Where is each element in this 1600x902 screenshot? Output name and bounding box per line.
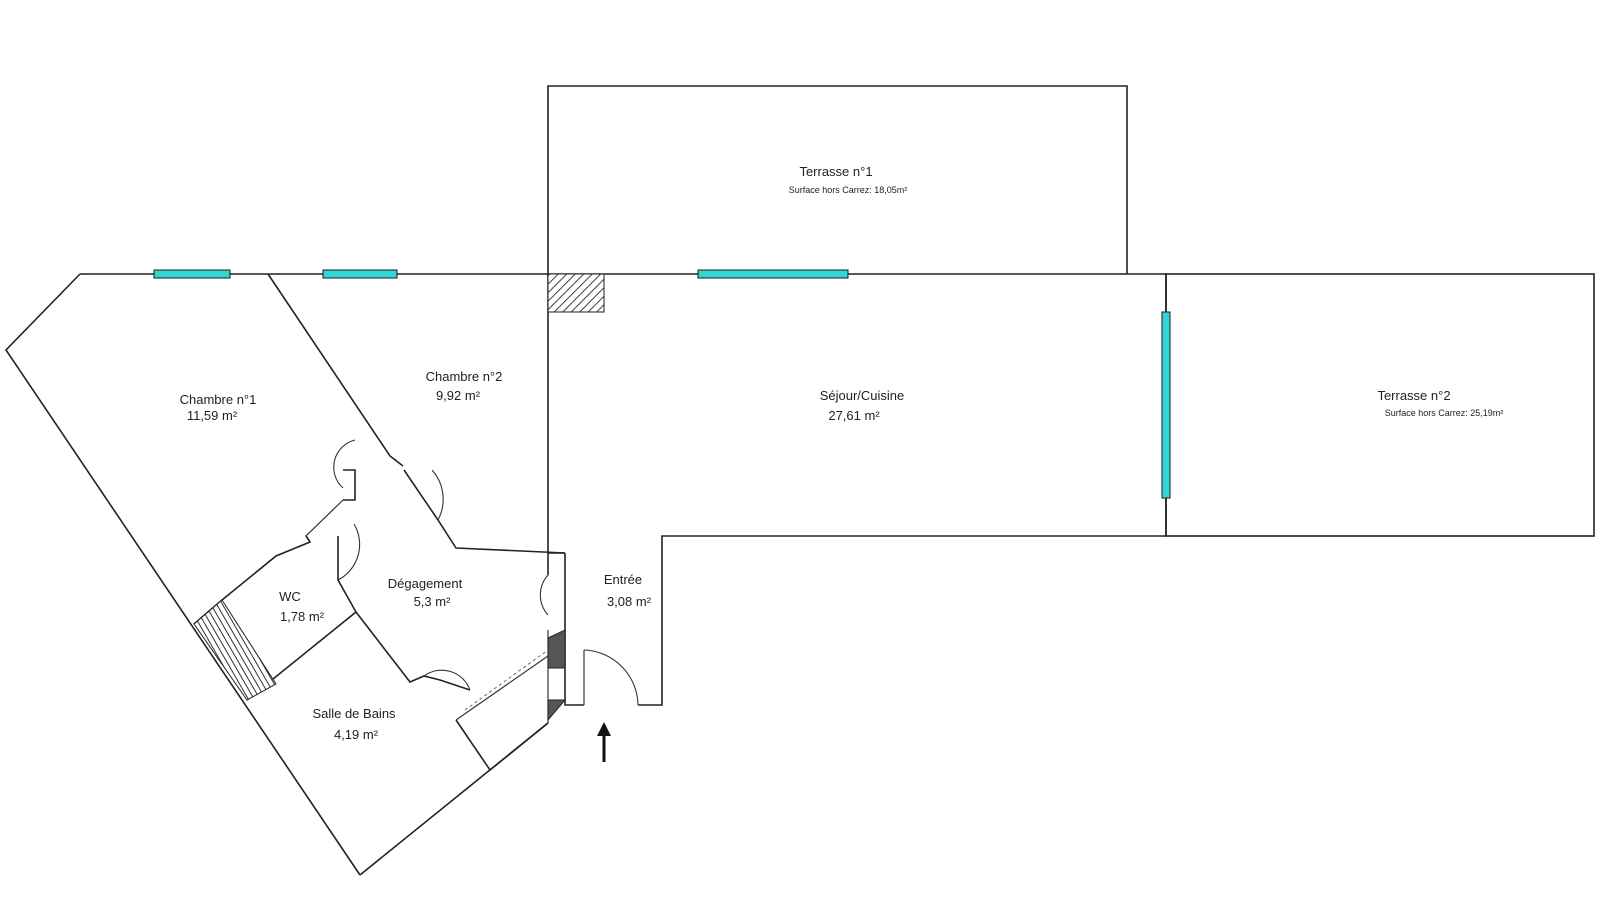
chambre-1-area: 11,59 m² bbox=[187, 408, 238, 423]
degagement-name: Dégagement bbox=[388, 576, 463, 591]
windows bbox=[153, 269, 1171, 499]
arrow-up-icon bbox=[597, 722, 611, 762]
doors bbox=[333, 439, 639, 706]
chambre-2-name: Chambre n°2 bbox=[426, 369, 503, 384]
column bbox=[547, 273, 605, 313]
sejour-name: Séjour/Cuisine bbox=[820, 388, 905, 403]
window-sejour-top bbox=[697, 269, 849, 279]
terrasse-2-name: Terrasse n°2 bbox=[1377, 388, 1450, 403]
sdb-name: Salle de Bains bbox=[312, 706, 396, 721]
wc-name: WC bbox=[279, 589, 301, 604]
duct-hatch-lower bbox=[547, 699, 567, 722]
entree-name: Entrée bbox=[604, 572, 642, 587]
window-chambre-1 bbox=[153, 269, 231, 279]
terrasse-2 bbox=[1165, 273, 1595, 537]
entree-area: 3,08 m² bbox=[607, 594, 652, 609]
window-sejour-side bbox=[1161, 311, 1171, 499]
sdb-area: 4,19 m² bbox=[334, 727, 379, 742]
wc-hatched-zone bbox=[193, 599, 277, 701]
window-chambre-2 bbox=[322, 269, 398, 279]
terrasse-1-note: Surface hors Carrez: 18,05m² bbox=[789, 185, 908, 195]
chambre-2-area: 9,92 m² bbox=[436, 388, 481, 403]
apartment-outline bbox=[4, 272, 1167, 876]
sejour-area: 27,61 m² bbox=[828, 408, 880, 423]
labels: Terrasse n°1 Surface hors Carrez: 18,05m… bbox=[180, 164, 1504, 742]
duct-hatch bbox=[547, 629, 566, 669]
terrasse-2-note: Surface hors Carrez: 25,19m² bbox=[1385, 408, 1504, 418]
terrasse-1-name: Terrasse n°1 bbox=[799, 164, 872, 179]
terrasse-1 bbox=[547, 85, 1128, 274]
degagement-area: 5,3 m² bbox=[414, 594, 452, 609]
wc-area: 1,78 m² bbox=[280, 609, 325, 624]
chambre-1-name: Chambre n°1 bbox=[180, 392, 257, 407]
